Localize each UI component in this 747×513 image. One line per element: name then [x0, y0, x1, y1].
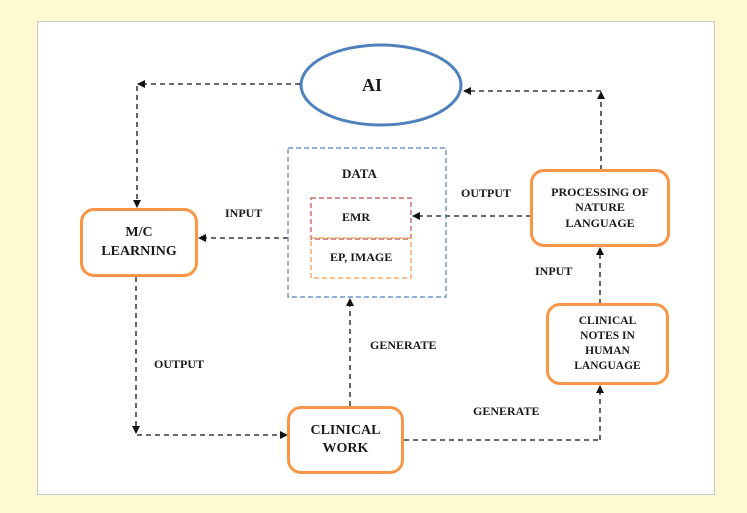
clinical-work-label: CLINICAL WORK — [310, 422, 381, 456]
edge-label-output-ml: OUTPUT — [154, 357, 205, 371]
nlp-label: PROCESSING OF NATURE LANGUAGE — [551, 184, 649, 230]
ep-image-box[interactable] — [310, 237, 412, 279]
clinical-notes-label: CLINICAL NOTES IN HUMAN LANGUAGE — [574, 315, 641, 372]
data-container[interactable] — [287, 147, 447, 298]
edge-label-output-nlp: OUTPUT — [461, 186, 512, 200]
emr-box[interactable] — [310, 197, 412, 240]
data-label: DATA — [342, 166, 377, 181]
clinical-notes-box[interactable]: CLINICAL NOTES IN HUMAN LANGUAGE — [546, 303, 669, 385]
emr-label: EMR — [342, 210, 370, 224]
ml-label: M/C LEARNING — [101, 225, 177, 259]
edge-label-input-ml: INPUT — [225, 206, 263, 220]
clinical-work-box[interactable]: CLINICAL WORK — [287, 406, 404, 474]
ml-box[interactable]: M/C LEARNING — [80, 208, 198, 277]
edge-label-generate-notes: GENERATE — [473, 404, 540, 418]
ep-image-label: EP, IMAGE — [330, 250, 393, 264]
ai-ellipse[interactable] — [299, 43, 463, 127]
ai-label: AI — [362, 75, 383, 95]
edge-label-generate-data: GENERATE — [370, 338, 437, 352]
nlp-box[interactable]: PROCESSING OF NATURE LANGUAGE — [530, 169, 670, 247]
edge-label-input-nlp: INPUT — [535, 264, 573, 278]
